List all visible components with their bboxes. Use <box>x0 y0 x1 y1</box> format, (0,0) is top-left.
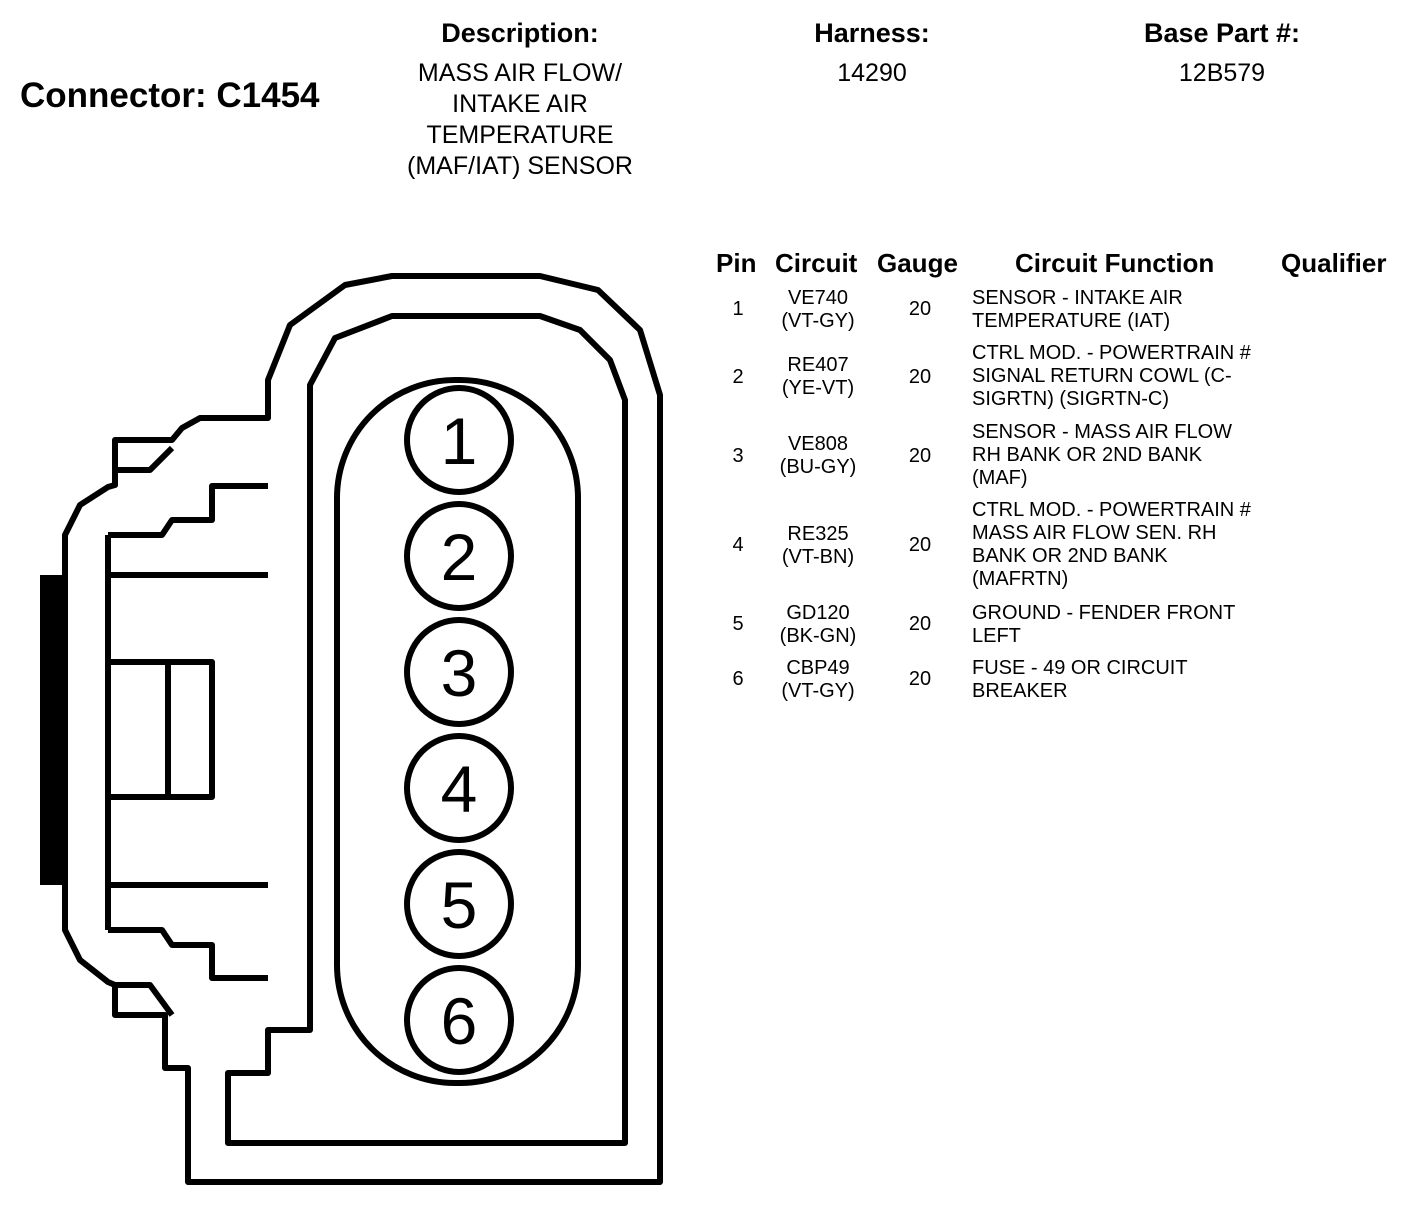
function-line: BREAKER <box>972 680 1068 702</box>
function-cell: CTRL MOD. - POWERTRAIN # MASS AIR FLOW S… <box>972 499 1282 591</box>
function-line: CTRL MOD. - POWERTRAIN # <box>972 499 1251 521</box>
function-cell: SENSOR - INTAKE AIR TEMPERATURE (IAT) <box>972 287 1282 333</box>
circuit-color: (BK-GN) <box>779 625 857 647</box>
pin-cell: 2 <box>732 366 744 388</box>
pin-4-circle <box>404 733 514 843</box>
function-line: GROUND - FENDER FRONT <box>972 602 1236 624</box>
circuit-color: (YE-VT) <box>781 377 855 399</box>
description-text: MASS AIR FLOW/ INTAKE AIR TEMPERATURE (M… <box>360 58 680 182</box>
pin-2-label: 2 <box>441 520 478 594</box>
table-header-pin: Pin <box>716 248 757 278</box>
function-cell: CTRL MOD. - POWERTRAIN # SIGNAL RETURN C… <box>972 342 1282 411</box>
pin-cell: 6 <box>732 668 744 690</box>
gauge-cell: 20 <box>908 366 932 388</box>
function-line: RH BANK OR 2ND BANK <box>972 444 1203 466</box>
table-header-circuit: Circuit <box>775 248 858 278</box>
function-line: LEFT <box>972 625 1021 647</box>
pin-cell: 5 <box>732 613 744 635</box>
circuit-id: VE808 <box>787 433 849 455</box>
circuit-color: (VT-GY) <box>781 680 855 702</box>
function-cell: GROUND - FENDER FRONT LEFT <box>972 602 1282 648</box>
pin-cavity <box>334 377 581 1086</box>
function-line: (MAFRTN) <box>972 568 1069 590</box>
pin-1-label: 1 <box>441 404 478 478</box>
pin-cell: 1 <box>732 298 744 320</box>
circuit-id: CBP49 <box>786 657 850 679</box>
latch-box <box>105 659 215 800</box>
circuit-color: (BU-GY) <box>779 456 857 478</box>
lock-step-lower <box>108 927 268 981</box>
circuit-cell: GD120 (BK-GN) <box>766 602 870 648</box>
function-line: TEMPERATURE (IAT) <box>972 310 1171 332</box>
circuit-cell: CBP49 (VT-GY) <box>766 657 870 703</box>
lock-step-upper <box>108 483 268 538</box>
pin-4-label: 4 <box>441 752 478 826</box>
base-part-value: 12B579 <box>1178 59 1266 87</box>
description-line: MASS AIR FLOW/ <box>417 59 623 87</box>
pin-3-label: 3 <box>441 636 478 710</box>
circuit-color: (VT-GY) <box>781 310 855 332</box>
table-header-gauge: Gauge <box>877 248 958 278</box>
gauge-cell: 20 <box>908 298 932 320</box>
connector-housing-outline <box>62 273 663 1185</box>
gauge-cell: 20 <box>908 534 932 556</box>
circuit-cell: RE325 (VT-BN) <box>766 523 870 569</box>
function-line: FUSE - 49 OR CIRCUIT <box>972 657 1188 679</box>
function-line: BANK OR 2ND BANK <box>972 545 1168 567</box>
function-cell: SENSOR - MASS AIR FLOW RH BANK OR 2ND BA… <box>972 421 1282 490</box>
seal-strip <box>40 575 65 885</box>
pin-6-label: 6 <box>441 984 478 1058</box>
pin-cell: 4 <box>732 534 744 556</box>
circuit-id: GD120 <box>786 602 850 624</box>
base-part-header: Base Part #: <box>1143 18 1301 48</box>
pin-5-circle <box>404 849 514 959</box>
circuit-cell: VE740 (VT-GY) <box>766 287 870 333</box>
gauge-cell: 20 <box>908 445 932 467</box>
description-line: (MAF/IAT) SENSOR <box>407 152 633 180</box>
pin-1-circle <box>404 385 514 495</box>
gauge-cell: 20 <box>908 613 932 635</box>
pin-6-circle <box>404 965 514 1075</box>
function-line: MASS AIR FLOW SEN. RH <box>972 522 1217 544</box>
circuit-id: RE325 <box>787 523 849 545</box>
lock-tab-lower <box>115 982 175 1017</box>
connector-title: Connector: C1454 <box>20 76 320 115</box>
harness-value: 14290 <box>837 59 907 87</box>
pin-5-label: 5 <box>441 868 478 942</box>
description-header: Description: <box>441 18 599 48</box>
function-line: (MAF) <box>972 467 1028 489</box>
pin-3-circle <box>404 617 514 727</box>
circuit-id: RE407 <box>787 354 849 376</box>
circuit-cell: RE407 (YE-VT) <box>766 354 870 400</box>
circuit-cell: VE808 (BU-GY) <box>766 433 870 479</box>
pin-2-circle <box>404 501 514 611</box>
connector-inner-outline <box>225 313 628 1146</box>
gauge-cell: 20 <box>908 668 932 690</box>
circuit-id: VE740 <box>787 287 849 309</box>
lock-tab-upper <box>115 445 175 473</box>
function-line: SENSOR - INTAKE AIR <box>972 287 1183 309</box>
connector-diagram: 1 2 3 4 5 6 <box>40 273 663 1185</box>
function-line: CTRL MOD. - POWERTRAIN # <box>972 342 1251 364</box>
harness-header: Harness: <box>814 18 930 48</box>
table-header-qualifier: Qualifier <box>1281 248 1387 278</box>
pin-cell: 3 <box>732 445 744 467</box>
function-cell: FUSE - 49 OR CIRCUIT BREAKER <box>972 657 1282 703</box>
circuit-color: (VT-BN) <box>781 546 855 568</box>
description-line: TEMPERATURE <box>426 121 614 149</box>
description-line: INTAKE AIR <box>452 90 588 118</box>
function-line: SIGNAL RETURN COWL (C- <box>972 365 1232 387</box>
table-header-function: Circuit Function <box>1015 248 1215 278</box>
function-line: SIGRTN) (SIGRTN-C) <box>972 388 1170 410</box>
function-line: SENSOR - MASS AIR FLOW <box>972 421 1233 443</box>
